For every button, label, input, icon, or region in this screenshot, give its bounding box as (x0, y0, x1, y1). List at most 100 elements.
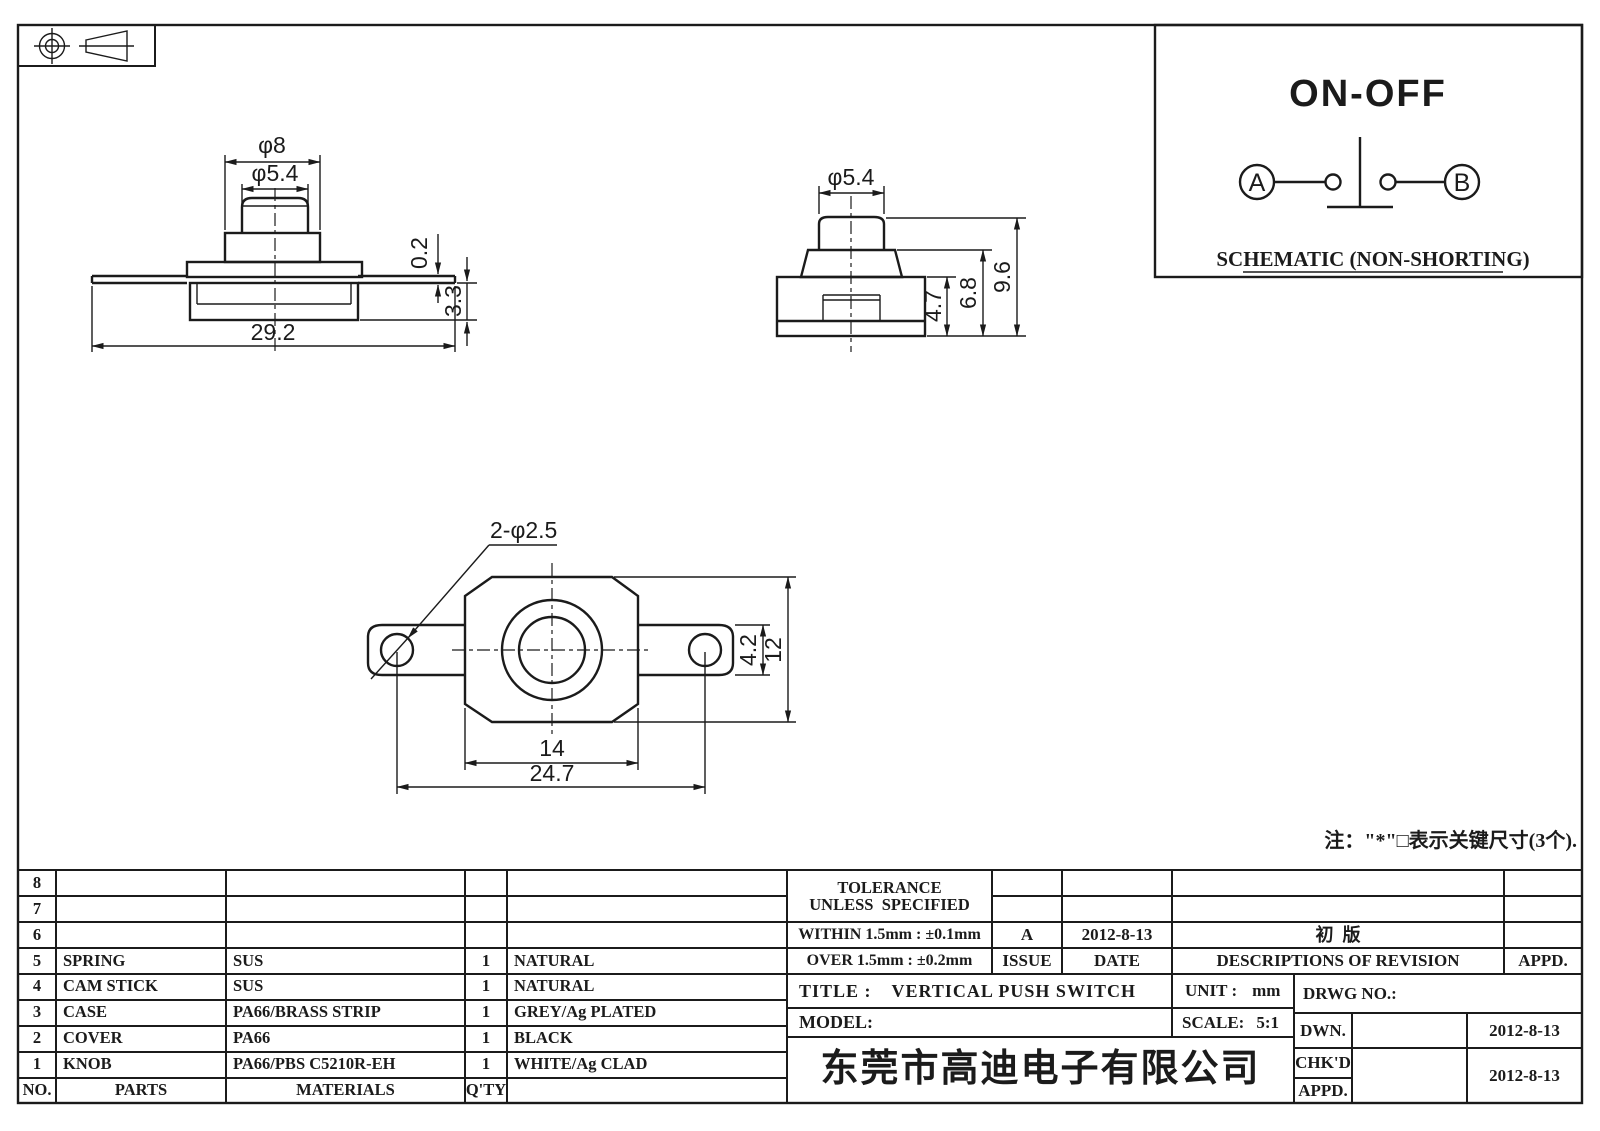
dim-side-total-height: 9.6 (989, 261, 1015, 293)
revision-description-header: DESCRIPTIONS OF REVISION (1216, 951, 1460, 971)
parts-cell-qty (465, 896, 507, 922)
schematic-caption: SCHEMATIC (NON-SHORTING) (1216, 247, 1529, 271)
parts-cell-part: CAM STICK (63, 976, 158, 996)
tolerance-over: OVER 1.5mm : ±0.2mm (806, 951, 973, 969)
page-border (16, 23, 1584, 1105)
parts-cell-no: 7 (32, 898, 42, 918)
dim-front-dia-knob: φ5.4 (252, 160, 299, 186)
parts-cell-no: 2 (32, 1028, 42, 1048)
terminal-b-label: B (1454, 169, 1471, 197)
scale-cell: SCALE: 5:1 (1172, 1008, 1304, 1037)
parts-cell-color: NATURAL (514, 950, 595, 970)
parts-cell-part (56, 896, 226, 922)
parts-table: 8 7 6 5 SPRING SUS 1 NATURAL 4 CAM STICK… (18, 870, 787, 1103)
dim-top-holes: 2-φ2.5 (490, 517, 557, 543)
parts-cell-no: 8 (32, 872, 42, 892)
parts-cell-qty: 1 (481, 1054, 491, 1074)
parts-cell-no: 4 (32, 976, 42, 996)
parts-cell-color: WHITE/Ag CLAD (514, 1054, 648, 1074)
scale-value: 5:1 (1256, 1012, 1280, 1032)
title-label: TITLE : (799, 980, 872, 1001)
scale-label: SCALE: (1182, 1012, 1245, 1032)
tolerance-line1: TOLERANCE (837, 877, 942, 897)
revision-appd-header: APPD. (1518, 951, 1568, 971)
parts-header-material: MATERIALS (296, 1080, 395, 1100)
parts-cell-no: 5 (32, 950, 42, 970)
parts-cell-part: COVER (63, 1028, 123, 1048)
parts-cell-color (507, 922, 787, 948)
parts-cell-qty: 1 (481, 1028, 491, 1048)
dim-top-body-height: 12 (760, 637, 786, 663)
parts-cell-material (226, 870, 465, 896)
switch-symbol-icon: A B (1238, 137, 1481, 209)
parts-cell-material: SUS (233, 976, 264, 996)
title-row: TITLE : VERTICAL PUSH SWITCH (787, 974, 1184, 1008)
parts-cell-part: SPRING (63, 950, 126, 970)
parts-header-qty: Q'TY (465, 1080, 507, 1100)
dim-side-step-height: 6.8 (955, 277, 981, 309)
projection-symbol-icon (17, 24, 156, 67)
parts-cell-material: PA66/BRASS STRIP (233, 1002, 381, 1022)
parts-cell-part: KNOB (63, 1054, 112, 1074)
drwg-no-cell: DRWG NO.: (1303, 983, 1397, 1003)
parts-cell-qty: 1 (481, 1002, 491, 1022)
revision-description-value: 初 版 (1315, 924, 1361, 945)
unit-value: mm (1252, 981, 1281, 1001)
dwn-date: 2012-8-13 (1489, 1020, 1560, 1040)
parts-cell-part (56, 922, 226, 948)
parts-cell-material: PA66 (233, 1028, 271, 1048)
unit-label: UNIT : (1185, 981, 1238, 1001)
drawing-title: VERTICAL PUSH SWITCH (891, 980, 1136, 1001)
revision-issue-value: A (1020, 925, 1034, 945)
dim-front-dia-step: φ8 (258, 132, 286, 158)
tolerance-line2: UNLESS SPECIFIED (809, 895, 970, 914)
side-view: φ5.4 4.7 6.8 9.6 (775, 164, 1026, 352)
revision-issue-header: ISSUE (1002, 951, 1052, 971)
key-dimension-note: 注："*"□表示关键尺寸(3个). (1324, 829, 1577, 852)
appd-label: APPD. (1298, 1080, 1348, 1100)
front-view: φ8 φ5.4 0.2 3.3 29.2 (90, 132, 477, 352)
dim-top-hole-span: 24.7 (530, 760, 575, 786)
parts-cell-qty: 1 (481, 976, 491, 996)
parts-cell-color: NATURAL (514, 976, 595, 996)
parts-cell-part (56, 870, 226, 896)
dim-front-total-width: 29.2 (251, 319, 296, 345)
chkd-label: CHK'D (1295, 1053, 1351, 1073)
chkd-date: 2012-8-13 (1489, 1065, 1560, 1085)
tolerance-header: TOLERANCE UNLESS SPECIFIED (787, 870, 992, 922)
dim-side-dia-knob: φ5.4 (828, 164, 875, 190)
parts-cell-part: CASE (63, 1002, 108, 1022)
parts-cell-qty: 1 (481, 950, 491, 970)
dim-front-terminal-thickness: 0.2 (406, 237, 432, 269)
top-view: 2-φ2.5 4.2 12 14 24.7 (366, 517, 796, 794)
company-name: 东莞市高迪电子有限公司 (820, 1048, 1261, 1091)
dwn-label: DWN. (1300, 1020, 1346, 1040)
parts-cell-material: SUS (233, 950, 264, 970)
dim-side-body-height: 4.7 (920, 290, 946, 322)
tolerance-within: WITHIN 1.5mm : ±0.1mm (798, 925, 981, 943)
parts-cell-color: GREY/Ag PLATED (514, 1002, 657, 1022)
revision-date-value: 2012-8-13 (1081, 925, 1153, 945)
parts-cell-qty (465, 922, 507, 948)
dim-top-tab-height: 4.2 (735, 634, 761, 666)
schematic-panel: ON-OFF A B SCHEMATIC (NON-SHORTING) (1153, 23, 1584, 279)
revision-date-header: DATE (1094, 951, 1140, 971)
parts-cell-material (226, 922, 465, 948)
parts-cell-no: 1 (32, 1054, 42, 1074)
parts-header-part: PARTS (114, 1080, 168, 1100)
parts-cell-color: BLACK (514, 1028, 573, 1048)
parts-cell-color (507, 870, 787, 896)
dim-front-body-height: 3.3 (440, 285, 466, 317)
parts-cell-qty (465, 870, 507, 896)
parts-header-no: NO. (22, 1080, 52, 1100)
dim-top-inner-width: 14 (539, 735, 565, 761)
parts-cell-material (226, 896, 465, 922)
parts-header-color (507, 1077, 787, 1103)
model-cell: MODEL: (799, 1012, 873, 1033)
parts-cell-material: PA66/PBS C5210R-EH (233, 1054, 396, 1074)
terminal-a-label: A (1249, 169, 1266, 197)
schematic-title: ON-OFF (1289, 73, 1447, 115)
parts-cell-no: 6 (32, 924, 42, 944)
